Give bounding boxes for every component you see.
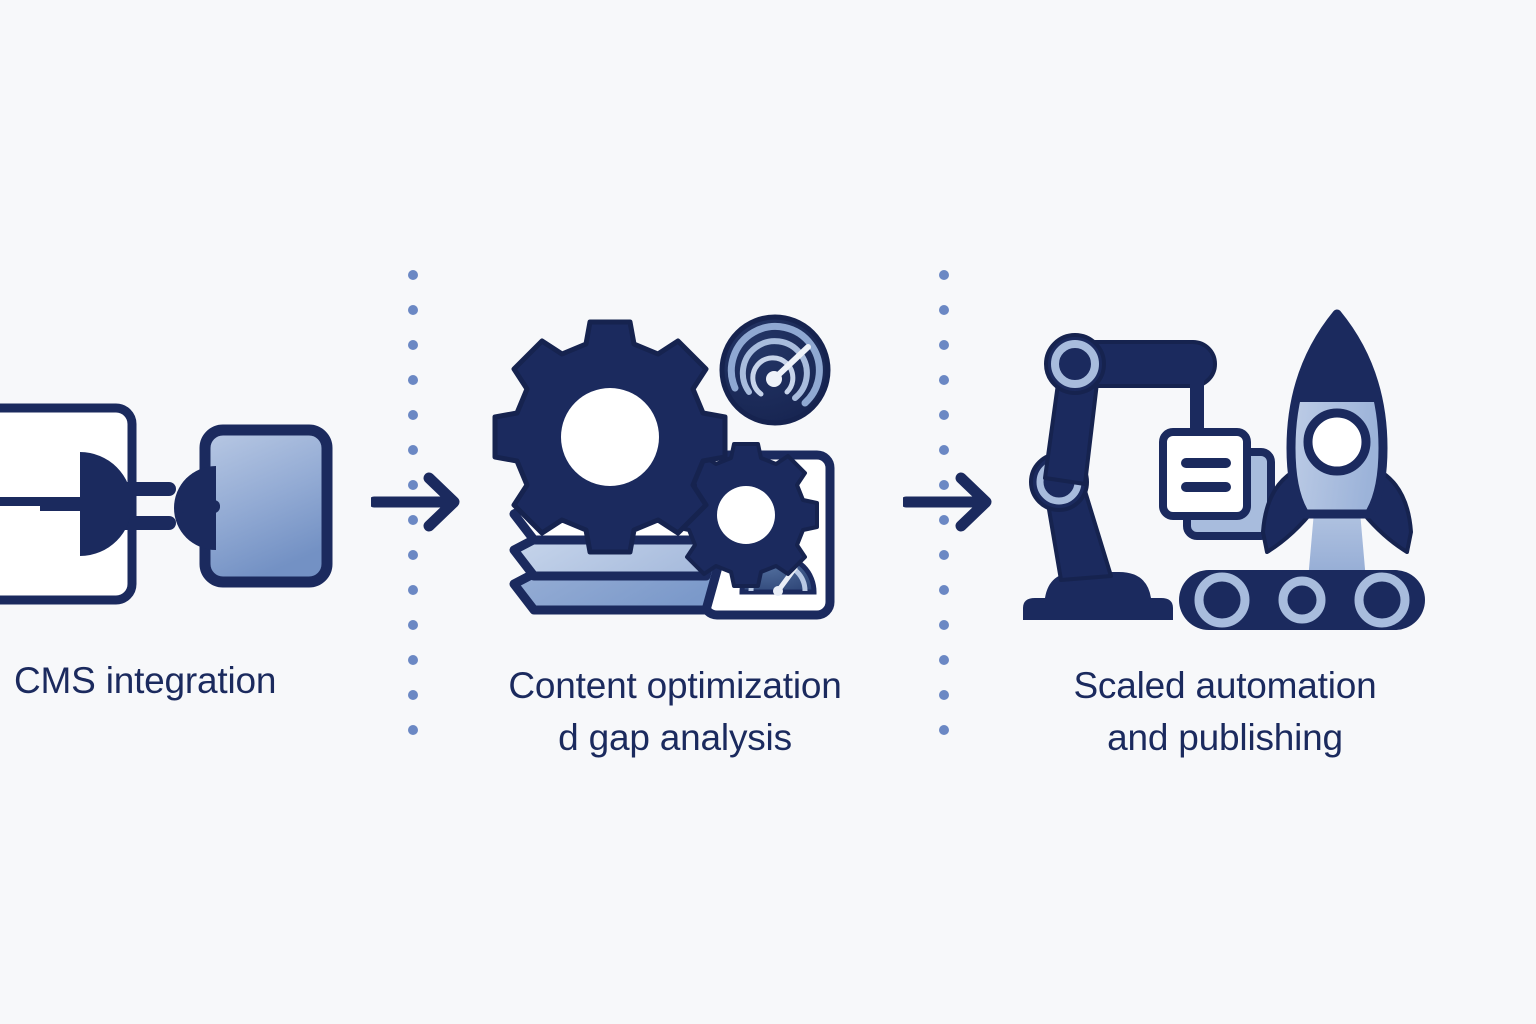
stage-cms-integration: CMS integration xyxy=(0,390,350,701)
divider-dot xyxy=(939,340,949,350)
flow-arrow-1 xyxy=(368,470,467,534)
divider-dot xyxy=(939,410,949,420)
socket-icon xyxy=(174,424,333,588)
divider-dot xyxy=(939,305,949,315)
divider-dot xyxy=(408,410,418,420)
divider-dot xyxy=(408,270,418,280)
gear-small-icon xyxy=(673,442,819,588)
divider-dot xyxy=(408,445,418,455)
divider-dot xyxy=(939,515,949,525)
gear-large-icon xyxy=(492,319,728,555)
content-optimization-artwork xyxy=(490,310,860,650)
stage-content-optimization: Content optimization d gap analysis xyxy=(490,310,860,758)
divider-dot xyxy=(939,655,949,665)
stage-scaled-automation: Scaled automation and publishing xyxy=(1015,300,1435,758)
plug-icon xyxy=(0,403,176,605)
divider-dot xyxy=(408,515,418,525)
divider-dot xyxy=(939,620,949,630)
divider-dot xyxy=(408,620,418,630)
divider-dot xyxy=(408,690,418,700)
robot-arm-icon xyxy=(1023,333,1217,620)
divider-dot xyxy=(939,725,949,735)
divider-dot xyxy=(408,725,418,735)
divider-dotted-2 xyxy=(939,264,949,754)
cms-integration-artwork xyxy=(0,390,350,630)
divider-dot xyxy=(408,480,418,490)
stage-label-scaled-automation: Scaled automation and publishing xyxy=(1073,665,1377,758)
conveyor-belt-icon xyxy=(1179,570,1425,630)
stage-label-cms-integration: CMS integration xyxy=(14,660,277,701)
divider-dot xyxy=(408,305,418,315)
divider-dot xyxy=(408,585,418,595)
divider-dot xyxy=(939,690,949,700)
stage-label-content-optimization: Content optimization d gap analysis xyxy=(508,665,842,758)
divider-dot xyxy=(408,655,418,665)
divider-dot xyxy=(939,550,949,560)
flow-arrow-2 xyxy=(900,470,999,534)
rocket-icon xyxy=(1261,309,1413,592)
divider-dot xyxy=(939,480,949,490)
divider-dot xyxy=(939,585,949,595)
scaled-automation-artwork xyxy=(1015,300,1435,640)
divider-dotted-1 xyxy=(408,264,418,754)
gauge-icon xyxy=(719,314,831,426)
divider-dot xyxy=(939,375,949,385)
divider-dot xyxy=(408,550,418,560)
document-card-icon xyxy=(1159,428,1275,540)
divider-dot xyxy=(408,375,418,385)
divider-dot xyxy=(939,445,949,455)
divider-dot xyxy=(408,340,418,350)
divider-dot xyxy=(939,270,949,280)
